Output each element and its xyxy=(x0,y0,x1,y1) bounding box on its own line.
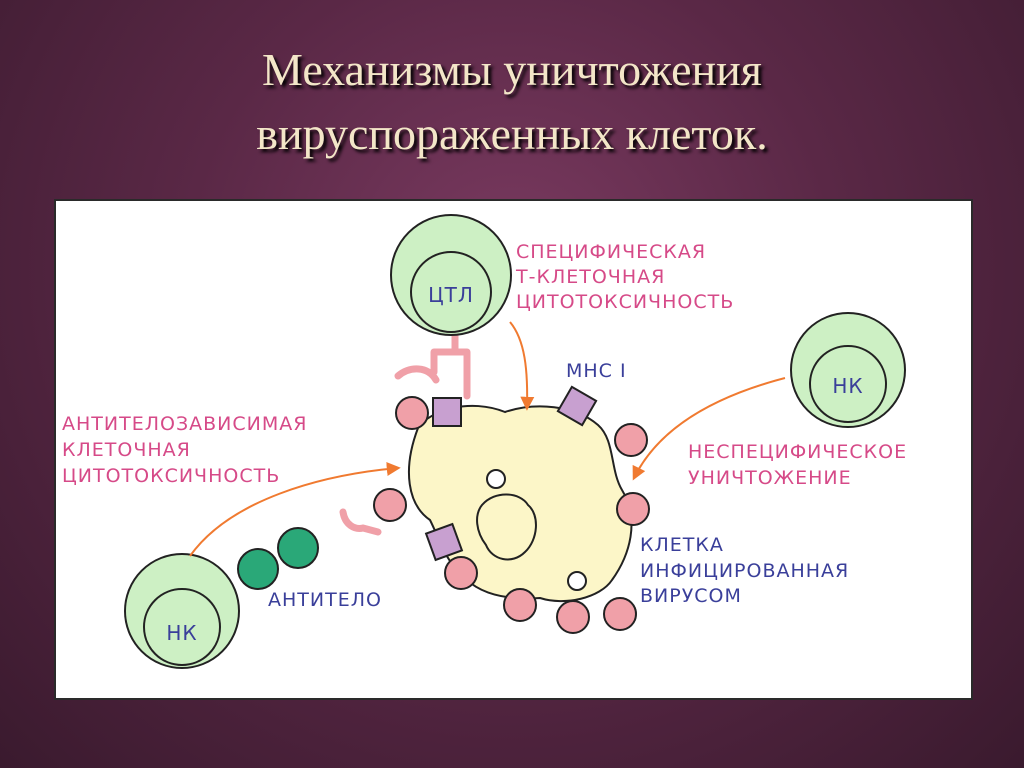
cell-nucleus xyxy=(476,493,537,561)
nk-bottom-label: НК xyxy=(166,621,197,645)
nonspecific-line-2: УНИЧТОЖЕНИЕ xyxy=(688,467,852,489)
mhc-square xyxy=(432,397,462,427)
antibody-fc-receptor xyxy=(339,508,382,536)
slide-title: Механизмы уничтожения вируспораженных кл… xyxy=(0,38,1024,166)
surface-receptor xyxy=(503,588,537,622)
infected-line-3: ВИРУСОМ xyxy=(640,585,742,607)
arrow-adcc xyxy=(189,462,401,557)
nonspecific-line-1: НЕСПЕЦИФИЧЕСКОЕ xyxy=(688,441,907,463)
antibody-circle xyxy=(237,548,279,590)
title-line-1: Механизмы уничтожения xyxy=(262,44,762,95)
surface-receptor xyxy=(614,423,648,457)
adcc-line-2: КЛЕТОЧНАЯ xyxy=(62,439,191,461)
surface-receptor xyxy=(395,396,429,430)
nk-cell-bottom xyxy=(124,553,240,669)
specific-line-1: СПЕЦИФИЧЕСКАЯ xyxy=(516,241,706,263)
surface-receptor xyxy=(616,492,650,526)
ctl-receptor-hook xyxy=(394,365,440,384)
surface-receptor xyxy=(556,600,590,634)
nk-top-label: НК xyxy=(832,374,863,398)
arrow-nonspecific xyxy=(632,377,786,481)
title-line-2: вируспораженных клеток. xyxy=(256,108,768,159)
specific-line-3: ЦИТОТОКСИЧНОСТЬ xyxy=(516,291,734,313)
infected-line-1: КЛЕТКА xyxy=(640,534,724,556)
adcc-line-3: ЦИТОТОКСИЧНОСТЬ xyxy=(62,465,280,487)
cell-vacuole-2 xyxy=(567,571,587,591)
ctl-receptor xyxy=(430,326,471,400)
arrow-specific xyxy=(509,321,535,411)
surface-receptor xyxy=(603,597,637,631)
specific-line-2: Т-КЛЕТОЧНАЯ xyxy=(515,266,665,288)
ctl-cell xyxy=(390,214,512,336)
cell-vacuole-1 xyxy=(486,469,506,489)
mhc-square xyxy=(556,385,598,427)
surface-receptor xyxy=(444,556,478,590)
ctl-label: ЦТЛ xyxy=(428,283,474,307)
antibody-label: АНТИТЕЛО xyxy=(268,589,382,611)
mhc-square xyxy=(424,522,464,562)
adcc-line-1: АНТИТЕЛОЗАВИСИМАЯ xyxy=(62,413,307,435)
mhc-label: МНС I xyxy=(566,360,627,382)
antibody-circle xyxy=(277,527,319,569)
infected-line-2: ИНФИЦИРОВАННАЯ xyxy=(640,560,849,582)
nk-cell-top xyxy=(790,312,906,428)
surface-receptor xyxy=(373,488,407,522)
